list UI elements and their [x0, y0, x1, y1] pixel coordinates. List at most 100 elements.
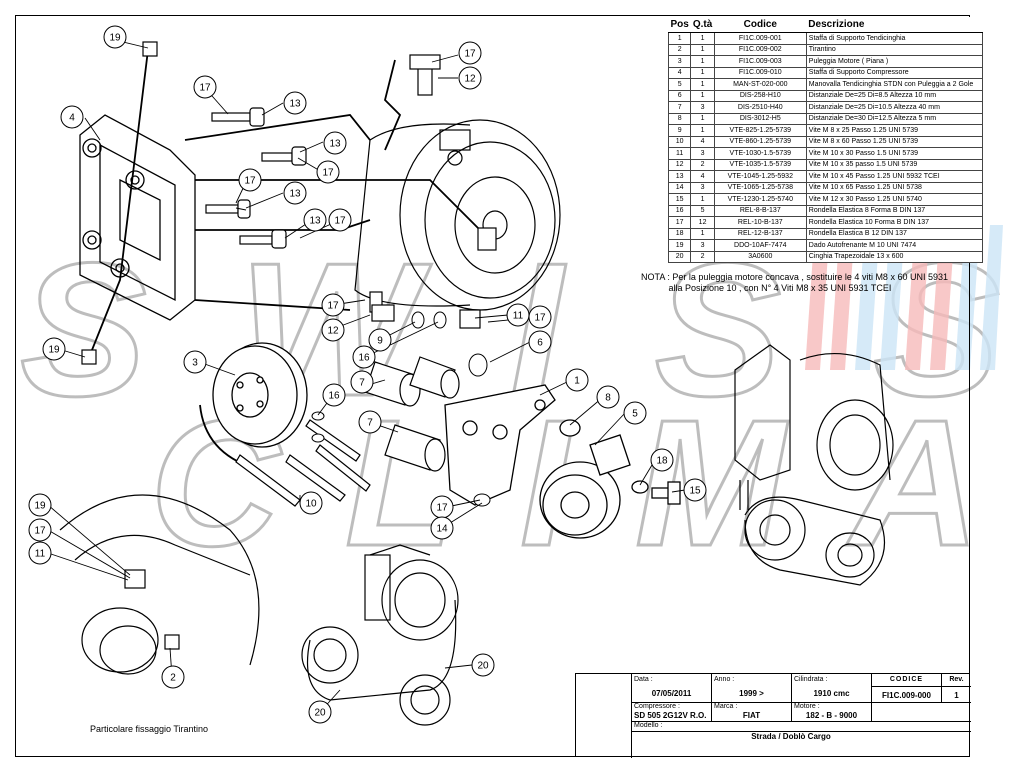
rev-value: 1: [954, 691, 959, 700]
compressore-label: Compressore :: [634, 703, 680, 710]
cell-qta: 3: [690, 239, 715, 252]
tensioner-pulley: [539, 419, 681, 539]
cell-codice: REL-12-B-137: [713, 227, 807, 240]
anno-label: Anno :: [714, 676, 735, 683]
callout-circle: [103, 25, 127, 49]
cell-descrizione: Vite M 8 x 25 Passo 1.25 UNI 5739: [805, 124, 983, 137]
cell-descrizione: Distanziale De=30 Di=12.5 Altezza 5 mm: [805, 112, 983, 125]
installed-view-right: [734, 344, 894, 586]
long-bolts: [235, 419, 371, 507]
callout-circle: [350, 370, 374, 394]
detail-caption: Particolare fissaggio Tirantino: [90, 724, 209, 734]
cell-qta: 1: [690, 32, 715, 45]
cell-descrizione: Dado Autofrenante M 10 UNI 7474: [805, 239, 983, 252]
cell-qta: 2: [690, 158, 715, 171]
callout-number: 7: [367, 418, 373, 429]
callout-number: 8: [605, 393, 611, 404]
cell-codice: VTE-1035-1.5-5739: [713, 158, 807, 171]
callout-number: 17: [199, 83, 211, 94]
callout-number: 20: [477, 661, 489, 672]
title-block: Data : 07/05/2011 Anno : 1999 > Cilindra…: [575, 673, 971, 758]
callout-circle: [60, 105, 84, 129]
callout-circle: [683, 478, 707, 502]
callout-circle: [430, 516, 454, 540]
callout-circle: [321, 318, 345, 342]
cell-descrizione: Rondella Elastica B 12 DIN 137: [805, 227, 983, 240]
callout-circle: [358, 410, 382, 434]
callout-circle: [322, 383, 346, 407]
cell-qta: 1: [690, 112, 715, 125]
callout-circle: [238, 168, 262, 192]
cell-qta: 4: [690, 170, 715, 183]
cell-qta: 12: [690, 216, 715, 229]
cell-codice: VTE-1065-1.25-5738: [713, 181, 807, 194]
callout-number: 10: [305, 499, 317, 510]
cell-pos: 18: [667, 227, 692, 240]
cell-descrizione: Staffa di Supporto Tendicinghia: [805, 32, 983, 45]
callout-circle: [458, 41, 482, 65]
callout-circle: [28, 493, 52, 517]
bolts: [81, 41, 497, 365]
cell-pos: 4: [667, 66, 692, 79]
cell-descrizione: Vite M 10 x 35 passo 1.5 UNI 5739: [805, 158, 983, 171]
cell-pos: 1: [667, 32, 692, 45]
cell-codice: VTE-1230-1.25-5740: [713, 193, 807, 206]
cell-descrizione: Cinghia Trapezoidale 13 x 600: [805, 250, 983, 263]
cell-descrizione: Manovalla Tendicinghia STDN con Puleggia…: [805, 78, 983, 91]
washers: [311, 311, 491, 507]
cell-qta: 3: [690, 147, 715, 160]
cell-pos: 13: [667, 170, 692, 183]
callout-circle: [308, 700, 332, 724]
header-qta: Q.tà: [690, 17, 715, 33]
cell-qta: 2: [690, 250, 715, 263]
cell-codice: 3A0600: [713, 250, 807, 263]
callout-circle: [42, 337, 66, 361]
anno-value: 1999 >: [739, 689, 764, 698]
callout-number: 16: [328, 391, 340, 402]
callout-number: 17: [464, 49, 476, 60]
cell-descrizione: Vite M 10 x 65 Passo 1.25 UNI 5738: [805, 181, 983, 194]
callout-number: 2: [170, 673, 176, 684]
cell-codice: FI1C.009-003: [713, 55, 807, 68]
cell-descrizione: Vite M 8 x 60 Passo 1.25 UNI 5739: [805, 135, 983, 148]
callout-circle: [596, 385, 620, 409]
callout-circle: [283, 181, 307, 205]
cell-descrizione: Distanziale De=25 Di=10.5 Altezza 40 mm: [805, 101, 983, 114]
note-text: NOTA : Per la puleggia motore concava , …: [641, 272, 948, 294]
callout-number: 17: [322, 168, 334, 179]
cilindrata-label: Cilindrata :: [794, 676, 828, 683]
cell-descrizione: Vite M 10 x 30 Passo 1.5 UNI 5739: [805, 147, 983, 160]
cell-pos: 3: [667, 55, 692, 68]
table-header-row: Pos Q.tà Codice Descrizione: [668, 17, 983, 33]
cell-pos: 15: [667, 193, 692, 206]
callout-number: 5: [632, 409, 638, 420]
marca-label: Marca :: [714, 703, 738, 710]
callout-number: 17: [34, 526, 46, 537]
cell-descrizione: Vite M 10 x 45 Passo 1.25 UNI 5932 TCEI: [805, 170, 983, 183]
cell-codice: MAN-ST-020-000: [713, 78, 807, 91]
callout-circle: [528, 305, 552, 329]
callout-number: 19: [48, 345, 60, 356]
note-line-1: NOTA : Per la puleggia motore concava , …: [641, 272, 948, 282]
callout-number: 6: [537, 338, 543, 349]
cell-qta: 3: [690, 181, 715, 194]
cell-qta: 1: [690, 66, 715, 79]
cell-codice: DIS-2510-H40: [713, 101, 807, 114]
cell-codice: VTE-1030-1.5-5739: [713, 147, 807, 160]
cell-codice: REL-10-B-137: [713, 216, 807, 229]
compressore-value: SD 505 2G12V R.O.: [634, 711, 707, 720]
cell-descrizione: Rondella Elastica 8 Forma B DIN 137: [805, 204, 983, 217]
cell-descrizione: Vite M 12 x 30 Passo 1.25 UNI 5740: [805, 193, 983, 206]
cell-codice: FI1C.009-001: [713, 32, 807, 45]
